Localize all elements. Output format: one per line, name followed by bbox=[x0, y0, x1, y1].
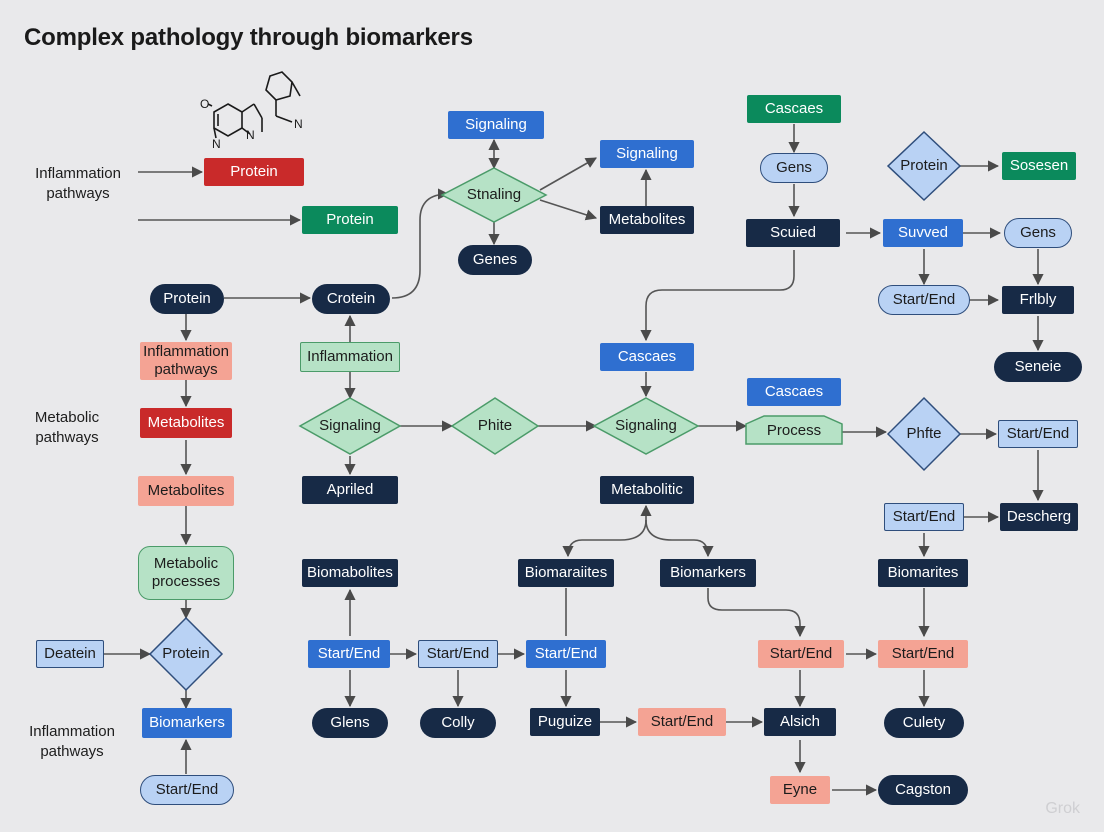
node-metabolitic: Metabolitic bbox=[600, 476, 694, 504]
node-signaling-diamond-1: Signaling bbox=[319, 417, 381, 434]
node-alsich: Alsich bbox=[764, 708, 836, 736]
node-metabolic-processes: Metabolic processes bbox=[138, 546, 234, 600]
node-metabolites-salmon: Metabolites bbox=[138, 476, 234, 506]
node-signaling-right: Signaling bbox=[600, 140, 694, 168]
diamond-phfte bbox=[886, 396, 962, 472]
node-stnaling: Stnaling bbox=[466, 186, 522, 203]
node-biomabolites: Biomabolites bbox=[302, 559, 398, 587]
node-frlbly: Frlbly bbox=[1002, 286, 1074, 314]
connector-lines bbox=[104, 124, 1044, 796]
node-protein-diamond-bl: Protein bbox=[162, 645, 210, 662]
node-start-end-tr: Start/End bbox=[878, 285, 970, 315]
diamond-stnaling bbox=[440, 167, 548, 223]
node-metabolites-red: Metabolites bbox=[140, 408, 232, 438]
node-descherg: Descherg bbox=[1000, 503, 1078, 531]
node-start-end-b3: Start/End bbox=[526, 640, 606, 668]
node-protein-pill: Protein bbox=[150, 284, 224, 314]
node-gens-tr: Gens bbox=[1004, 218, 1072, 248]
node-biomaraiites: Biomaraiites bbox=[518, 559, 614, 587]
node-cascaes-blue-right: Cascaes bbox=[747, 378, 841, 406]
shape-process bbox=[745, 415, 843, 445]
node-start-end-bottom: Start/End bbox=[140, 775, 234, 805]
side-label-inflammation-top: Inflammation pathways bbox=[35, 165, 121, 202]
diamond-signaling-1 bbox=[298, 397, 402, 455]
node-inflammation-mint: Inflammation bbox=[300, 342, 400, 372]
node-scuied: Scuied bbox=[746, 219, 840, 247]
node-puguize: Puguize bbox=[530, 708, 600, 736]
diamond-phite bbox=[450, 397, 540, 455]
node-gens-light: Gens bbox=[760, 153, 828, 183]
node-cascaes-green: Cascaes bbox=[747, 95, 841, 123]
node-biomarites: Biomarites bbox=[878, 559, 968, 587]
node-deatein: Deatein bbox=[36, 640, 104, 668]
node-start-end-b1: Start/End bbox=[308, 640, 390, 668]
diamond-protein-bottom-left bbox=[148, 616, 224, 692]
node-protein-green: Protein bbox=[302, 206, 398, 234]
node-culety: Culety bbox=[884, 708, 964, 738]
node-protein-red: Protein bbox=[204, 158, 304, 186]
node-start-end-r2: Start/End bbox=[884, 503, 964, 531]
node-start-end-b6: Start/End bbox=[638, 708, 726, 736]
node-start-end-b2: Start/End bbox=[418, 640, 498, 668]
node-suvved: Suvved bbox=[883, 219, 963, 247]
node-genes-mid: Genes bbox=[458, 245, 532, 275]
grok-watermark: Grok bbox=[1045, 800, 1080, 817]
node-signaling-top: Signaling bbox=[448, 111, 544, 139]
page-title: Complex pathology through biomarkers bbox=[24, 24, 473, 51]
node-start-end-b4: Start/End bbox=[758, 640, 844, 668]
node-crotein: Crotein bbox=[312, 284, 390, 314]
node-eyne: Eyne bbox=[770, 776, 830, 804]
node-colly: Colly bbox=[420, 708, 496, 738]
node-signaling-diamond-2: Signaling bbox=[615, 417, 677, 434]
node-inflammation-pathways-box: Inflammation pathways bbox=[140, 342, 232, 380]
node-metabolites-top: Metabolites bbox=[600, 206, 694, 234]
molecule-atom-labels: O N N N bbox=[200, 97, 303, 151]
node-start-end-b5: Start/End bbox=[878, 640, 968, 668]
node-glens: Glens bbox=[312, 708, 388, 738]
side-label-metabolic: Metabolic pathways bbox=[34, 409, 100, 446]
node-apriled: Apriled bbox=[302, 476, 398, 504]
node-seneie: Seneie bbox=[994, 352, 1082, 382]
diamond-protein-top-right bbox=[886, 130, 962, 202]
node-protein-diamond-tr: Protein bbox=[900, 157, 948, 174]
atom-n-1: N bbox=[212, 137, 221, 151]
diamond-signaling-2 bbox=[592, 397, 700, 455]
atom-n-3: N bbox=[294, 117, 303, 131]
node-start-end-r1: Start/End bbox=[998, 420, 1078, 448]
node-biomarkers-navy: Biomarkers bbox=[660, 559, 756, 587]
node-phfte: Phfte bbox=[906, 425, 942, 442]
diamond-shapes bbox=[148, 130, 962, 692]
node-biomarkers-blue: Biomarkers bbox=[142, 708, 232, 738]
side-label-inflammation-bottom: Inflammation pathways bbox=[29, 723, 115, 760]
node-cagston: Cagston bbox=[878, 775, 968, 805]
atom-o: O bbox=[200, 97, 209, 111]
atom-n-2: N bbox=[246, 128, 255, 142]
node-sosesen: Sosesen bbox=[1002, 152, 1076, 180]
molecule-structure-icon bbox=[207, 71, 301, 139]
node-cascaes-blue-mid: Cascaes bbox=[600, 343, 694, 371]
node-process: Process bbox=[766, 422, 822, 439]
node-phite-1: Phite bbox=[477, 417, 513, 434]
